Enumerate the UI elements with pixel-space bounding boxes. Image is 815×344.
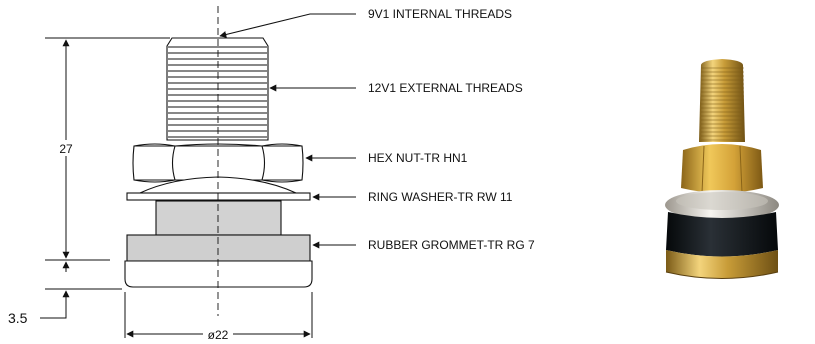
rubber-grommet xyxy=(126,234,311,262)
diameter-label-bg xyxy=(203,327,233,341)
callout-hex-nut: HEX NUT-TR HN1 xyxy=(368,151,468,165)
callout-external-threads: 12V1 EXTERNAL THREADS xyxy=(368,81,523,95)
callout-leaders xyxy=(219,13,356,249)
thread-lines xyxy=(168,46,267,138)
height-label-bg xyxy=(50,140,80,156)
diameter-dimension-label: ø22 xyxy=(208,328,229,342)
valve-drawing xyxy=(124,6,313,316)
base-flange xyxy=(124,260,313,288)
callout-ring-washer: RING WASHER-TR RW 11 xyxy=(368,190,513,204)
threaded-stem xyxy=(166,37,269,141)
callout-rubber-grommet: RUBBER GROMMET-TR RG 7 xyxy=(368,238,535,252)
photo-thread-lines xyxy=(701,67,744,141)
valve-product-illustration xyxy=(665,59,779,279)
height-dimension-label: 27 xyxy=(59,142,73,156)
body-spacer xyxy=(155,200,282,236)
base-dimension-label: 3.5 xyxy=(8,310,28,326)
callout-internal-threads: 9V1 INTERNAL THREADS xyxy=(368,7,512,21)
